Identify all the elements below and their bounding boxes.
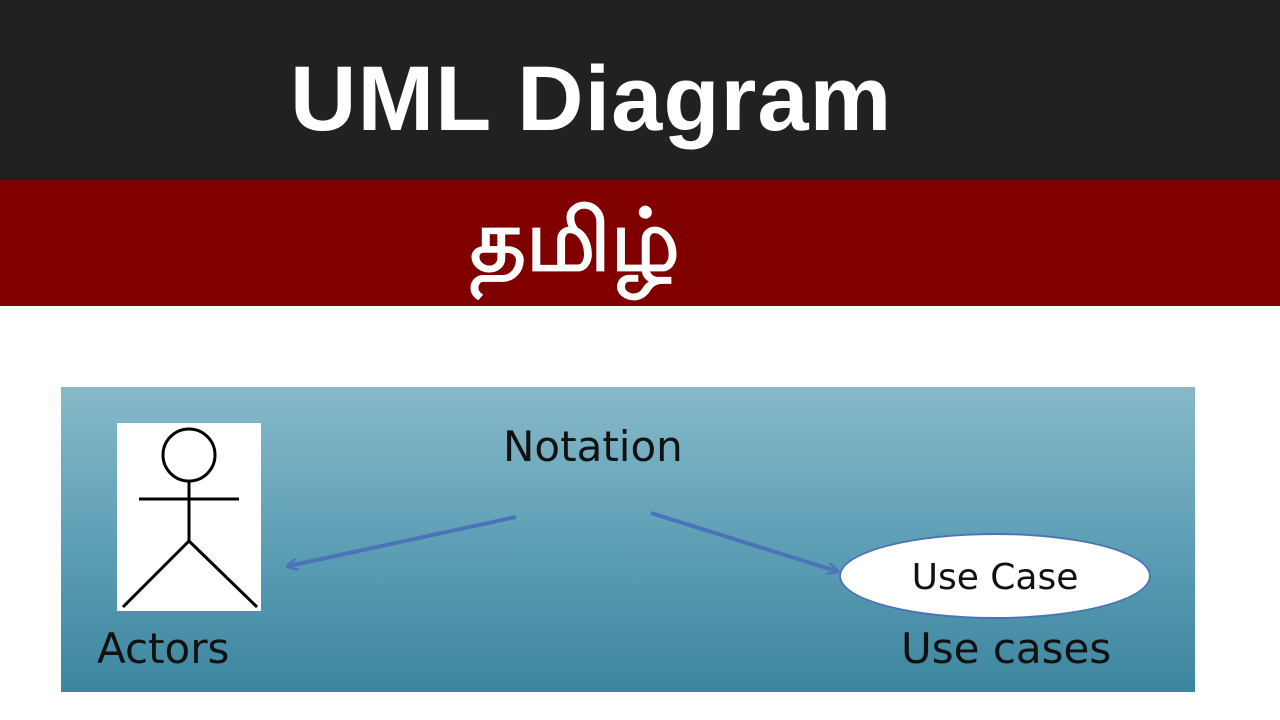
stick-figure-icon — [121, 427, 259, 609]
notation-arrows — [61, 511, 1195, 692]
video-title: UML Diagram — [290, 48, 893, 150]
use-case-ellipse-text: Use Case — [911, 557, 1079, 598]
use-case-ellipse: Use Case — [839, 533, 1151, 619]
arrow-to-actor — [289, 515, 517, 566]
subtitle-bar — [0, 180, 1280, 306]
title-bar — [0, 0, 1280, 180]
use-case-notation-panel: Notation Actors Use Case Use cases — [61, 387, 1195, 692]
actor-box — [117, 423, 261, 611]
video-subtitle-tamil: தமிழ் — [470, 191, 680, 291]
use-cases-caption: Use cases — [901, 624, 1112, 673]
actors-caption: Actors — [97, 624, 230, 673]
notation-label: Notation — [503, 422, 683, 471]
arrow-to-use-case — [650, 511, 836, 571]
